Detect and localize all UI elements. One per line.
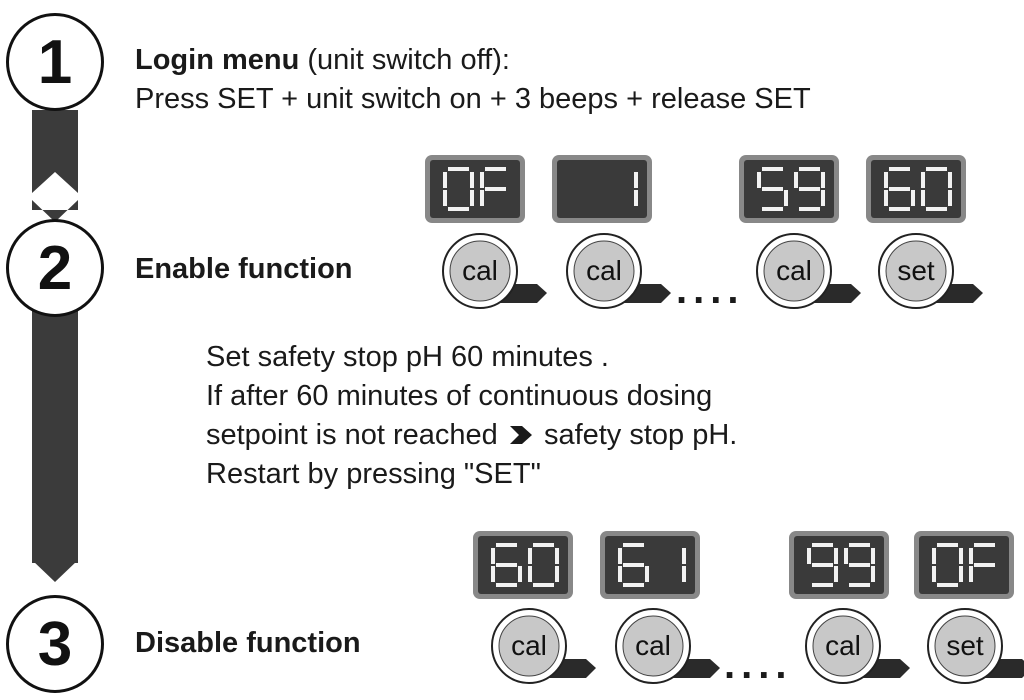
key-label: set	[897, 255, 935, 286]
key-label: cal	[511, 630, 547, 661]
arrow-right-icon	[927, 608, 1024, 684]
arrow-right-icon	[442, 233, 547, 309]
lcd-display	[600, 531, 700, 599]
lcd-digit	[618, 543, 649, 587]
step-1-title: Login menu	[135, 44, 300, 76]
lcd-display	[473, 531, 573, 599]
step-3-number: 3	[6, 595, 104, 693]
key-label: cal	[586, 255, 622, 286]
lcd-digit	[480, 167, 506, 206]
step-2-title: Enable function	[135, 253, 353, 285]
lcd-display	[866, 155, 966, 223]
note-line-3-start: setpoint is not reached	[206, 419, 498, 451]
lcd-digit	[969, 543, 995, 582]
lcd-display	[739, 155, 839, 223]
arrow-right-icon	[756, 233, 861, 309]
step-1-title-suffix: (unit switch off):	[299, 44, 510, 76]
note-line-4: Restart by pressing "SET"	[206, 458, 541, 490]
key-label: cal	[776, 255, 812, 286]
step-2-number: 2	[6, 219, 104, 317]
step-1-number: 1	[6, 13, 104, 111]
lcd-display	[552, 155, 652, 223]
cal-key[interactable]: cal	[490, 607, 608, 687]
note-line-3-end: safety stop pH.	[543, 419, 738, 451]
step-3-title: Disable function	[135, 627, 361, 659]
lcd-digit	[844, 543, 875, 587]
cal-key[interactable]: cal	[755, 232, 873, 312]
arrow-right-icon	[566, 233, 671, 309]
lcd-display	[789, 531, 889, 599]
key-label: cal	[635, 630, 671, 661]
cal-key[interactable]: cal	[614, 607, 732, 687]
key-label: cal	[825, 630, 861, 661]
ellipsis: ....	[724, 643, 793, 687]
arrow-right-icon	[805, 608, 910, 684]
lcd-digit	[807, 543, 838, 587]
note-line-2: If after 60 minutes of continuous dosing	[206, 380, 713, 412]
cal-key[interactable]: cal	[565, 232, 683, 312]
lcd-digit	[884, 167, 915, 211]
arrow-right-icon	[878, 233, 983, 309]
key-label: cal	[462, 255, 498, 286]
lcd-digit	[528, 543, 559, 587]
lcd-digit	[757, 167, 788, 211]
note-line-3: setpoint is not reached safety stop pH.	[206, 416, 737, 455]
cal-key[interactable]: cal	[804, 607, 922, 687]
cal-key[interactable]: cal	[441, 232, 559, 312]
set-key[interactable]: set	[877, 232, 995, 312]
lcd-display	[425, 155, 525, 223]
lcd-digit	[921, 167, 952, 211]
chevron-right-icon	[509, 426, 532, 444]
step-1-instruction: Press SET + unit switch on + 3 beeps + r…	[135, 83, 811, 115]
set-key[interactable]: set	[926, 607, 1024, 687]
step-1-text: Login menu (unit switch off):	[135, 41, 510, 80]
arrow-right-icon	[491, 608, 596, 684]
lcd-digit	[794, 167, 825, 211]
lcd-display	[914, 531, 1014, 599]
ellipsis: ....	[676, 268, 745, 312]
lcd-digit	[682, 548, 686, 582]
note-line-1: Set safety stop pH 60 minutes .	[206, 341, 609, 373]
lcd-digit	[932, 543, 963, 587]
lcd-digit	[634, 172, 638, 206]
lcd-digit	[491, 543, 522, 587]
key-label: set	[946, 630, 984, 661]
arrow-right-icon	[615, 608, 720, 684]
lcd-digit	[443, 167, 474, 211]
